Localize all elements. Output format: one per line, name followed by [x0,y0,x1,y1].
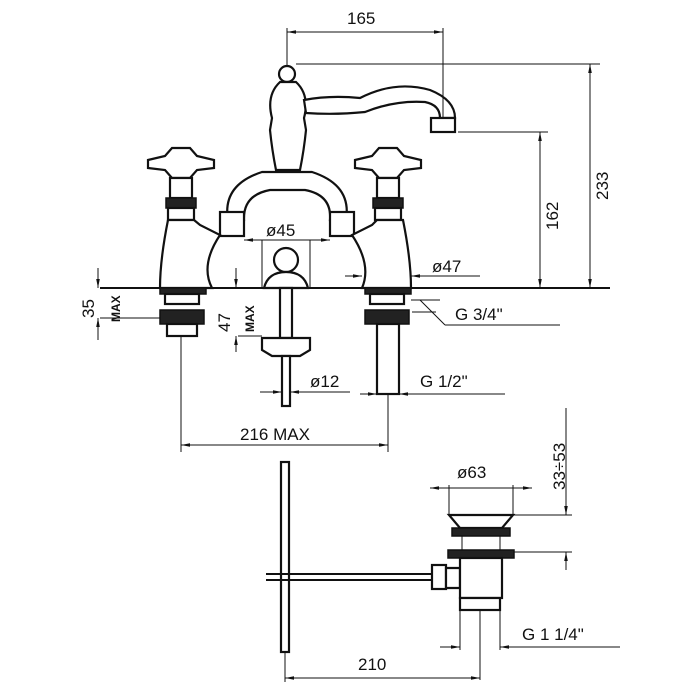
dim-spout-height: 162 [543,202,562,230]
dim-tail-length: 35 [79,299,98,318]
dim-outlet-thread: G 1/2" [420,372,468,391]
dim-inlet-thread: G 3/4" [455,305,503,324]
faucet-spout [218,64,457,290]
dim-waste-rod-length: 210 [358,655,386,674]
dim-body-diameter: ø45 [266,221,295,240]
dim-plug-diameter: ø63 [457,463,486,482]
waste-assembly [266,460,516,680]
dim-rod-diameter: ø12 [310,372,339,391]
dim-handle-diameter: ø47 [432,257,461,276]
right-handle [350,146,423,396]
dim-total-height: 233 [593,172,612,200]
dim-centers: 216 MAX [240,425,310,444]
dim-tail-max: MAX [109,295,123,322]
dim-waste-thread: G 1 1/4" [522,625,584,644]
left-handle [146,146,222,338]
dim-adjust-range: 33÷53 [550,443,569,490]
dim-rod-max: MAX [243,305,257,332]
dim-spout-reach: 165 [347,9,375,28]
popup-rod [260,286,312,408]
dim-rod-length: 47 [215,313,234,332]
